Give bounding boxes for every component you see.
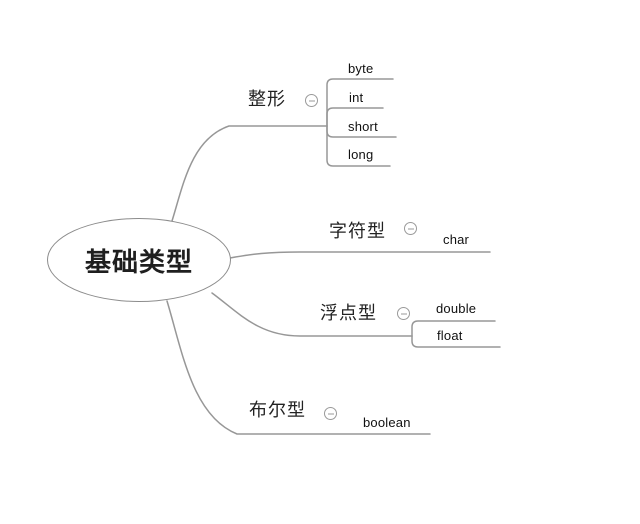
child-topic-char[interactable]: char	[443, 232, 470, 247]
child-topic-byte[interactable]: byte	[348, 61, 374, 76]
child-connector-byte	[326, 78, 394, 127]
root-topic-label: 基础类型	[84, 246, 193, 277]
child-connector-int	[326, 107, 384, 127]
child-topic-int[interactable]: int	[349, 90, 364, 105]
child-connector-double	[411, 320, 496, 337]
branch-topic-floating[interactable]: 浮点型	[320, 303, 377, 323]
root-topic[interactable]: 基础类型	[47, 218, 231, 302]
branch-connector-floating	[211, 292, 413, 337]
minus-circle-icon[interactable]	[397, 307, 410, 320]
child-topic-boolean[interactable]: boolean	[363, 415, 411, 430]
minus-circle-icon[interactable]	[305, 94, 318, 107]
branch-connector-integer	[171, 125, 328, 222]
minus-circle-icon[interactable]	[324, 407, 337, 420]
branch-connector-character	[229, 251, 491, 259]
branch-topic-boolean[interactable]: 布尔型	[249, 400, 306, 420]
minus-circle-icon[interactable]	[404, 222, 417, 235]
child-topic-long[interactable]: long	[348, 147, 374, 162]
branch-connector-boolean	[166, 300, 431, 435]
child-connector-float	[411, 335, 501, 348]
child-topic-float[interactable]: float	[437, 328, 463, 343]
branch-topic-integer[interactable]: 整形	[248, 89, 286, 109]
child-topic-double[interactable]: double	[436, 301, 477, 316]
child-topic-short[interactable]: short	[348, 119, 378, 134]
child-connector-long	[326, 125, 391, 167]
branch-topic-character[interactable]: 字符型	[329, 221, 386, 241]
